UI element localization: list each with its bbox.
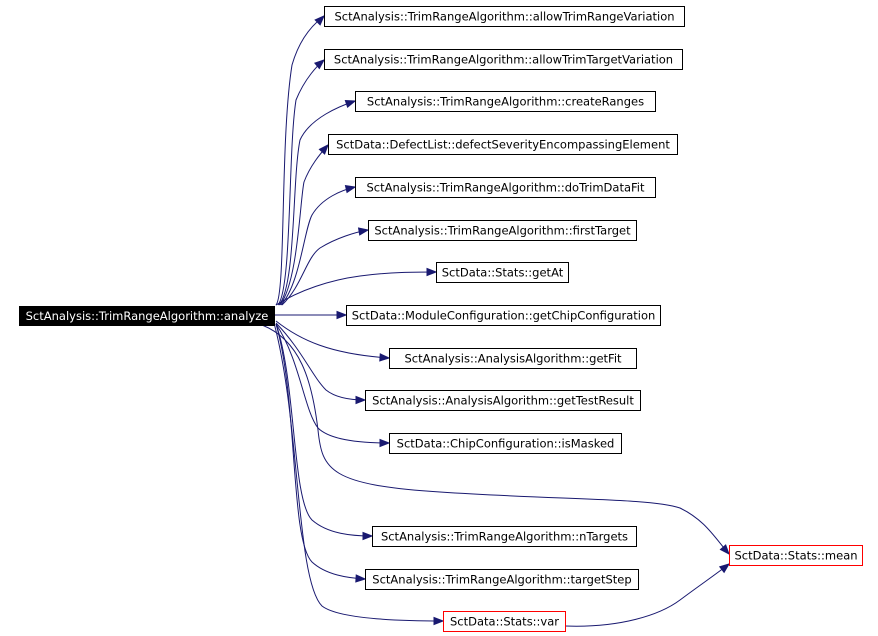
node-n12[interactable]: SctAnalysis::TrimRangeAlgorithm::nTarget…	[372, 526, 637, 547]
arrowhead	[344, 185, 357, 194]
node-label: SctData::ChipConfiguration::isMasked	[397, 437, 615, 451]
root-node[interactable]: SctAnalysis::TrimRangeAlgorithm::analyze	[19, 306, 275, 326]
edge-root-n15	[261, 324, 730, 556]
node-label: SctAnalysis::AnalysisAlgorithm::getTestR…	[372, 394, 634, 408]
node-n4[interactable]: SctData::DefectList::defectSeverityEncom…	[328, 134, 678, 155]
edge-line	[275, 323, 366, 580]
node-box	[729, 545, 863, 566]
edge-line	[275, 15, 325, 306]
node-n2[interactable]: SctAnalysis::TrimRangeAlgorithm::allowTr…	[324, 49, 683, 70]
edge-root-n8	[274, 310, 348, 320]
arrowhead	[314, 15, 325, 26]
node-label: SctAnalysis::TrimRangeAlgorithm::allowTr…	[334, 53, 673, 67]
edge-root-n7	[275, 267, 438, 306]
node-n11[interactable]: SctData::ChipConfiguration::isMasked	[389, 433, 622, 454]
edge-root-n2	[277, 59, 326, 306]
node-box	[443, 611, 566, 632]
edge-line	[261, 324, 730, 555]
arrowhead	[433, 616, 445, 626]
node-n8[interactable]: SctData::ModuleConfiguration::getChipCon…	[346, 305, 661, 326]
edge-root-n1	[275, 15, 325, 306]
arrowhead	[355, 574, 367, 583]
node-n3[interactable]: SctAnalysis::TrimRangeAlgorithm::createR…	[355, 91, 656, 112]
node-label: SctData::Stats::getAt	[442, 266, 564, 280]
node-label: SctAnalysis::TrimRangeAlgorithm::doTrimD…	[367, 181, 645, 195]
edge-root-n14	[273, 322, 445, 626]
nodes-layer: SctAnalysis::TrimRangeAlgorithm::analyze…	[19, 6, 863, 632]
edge-line	[281, 229, 369, 306]
node-label: SctAnalysis::TrimRangeAlgorithm::createR…	[367, 95, 644, 109]
node-box	[365, 569, 639, 590]
node-box	[436, 262, 569, 283]
edge-line	[278, 100, 356, 306]
node-n1[interactable]: SctAnalysis::TrimRangeAlgorithm::allowTr…	[324, 6, 685, 27]
node-n6[interactable]: SctAnalysis::TrimRangeAlgorithm::firstTa…	[368, 220, 637, 241]
node-box	[368, 220, 637, 241]
edge-root-n3	[278, 99, 357, 306]
arrowhead	[718, 563, 731, 574]
arrowhead	[379, 438, 391, 448]
node-box	[328, 134, 678, 155]
node-label: SctAnalysis::TrimRangeAlgorithm::allowTr…	[334, 10, 674, 24]
edge-line	[279, 144, 329, 306]
node-label: SctAnalysis::AnalysisAlgorithm::getFit	[404, 352, 622, 366]
node-box	[324, 49, 683, 70]
node-label: SctAnalysis::TrimRangeAlgorithm::analyze	[26, 309, 269, 323]
edge-root-n6	[281, 227, 370, 306]
edge-line	[275, 320, 390, 359]
node-n14[interactable]: SctData::Stats::var	[443, 611, 566, 632]
edge-line	[564, 563, 730, 627]
node-label: SctData::DefectList::defectSeverityEncom…	[336, 138, 670, 152]
edge-line	[273, 322, 444, 622]
node-box	[365, 390, 641, 411]
edge-root-n13	[275, 323, 367, 583]
node-n10[interactable]: SctAnalysis::AnalysisAlgorithm::getTestR…	[365, 390, 641, 411]
arrowhead	[362, 531, 374, 541]
node-box	[389, 433, 622, 454]
node-box	[355, 177, 656, 198]
node-label: SctData::Stats::mean	[734, 549, 857, 563]
node-label: SctData::Stats::var	[450, 615, 559, 629]
edge-root-n12	[275, 323, 374, 541]
node-n15[interactable]: SctData::Stats::mean	[729, 545, 863, 566]
edges-layer	[261, 15, 731, 627]
edge-line	[277, 59, 325, 306]
edge-line	[280, 186, 356, 306]
arrowhead	[355, 395, 367, 405]
arrowhead	[344, 99, 357, 109]
edge-root-n9	[275, 320, 391, 362]
node-box	[389, 348, 637, 369]
node-box	[346, 305, 661, 326]
node-n13[interactable]: SctAnalysis::TrimRangeAlgorithm::targetS…	[365, 569, 639, 590]
arrowhead	[357, 227, 370, 236]
arrowhead	[313, 59, 326, 70]
arrowhead	[318, 143, 329, 155]
arrowhead	[379, 353, 391, 362]
edge-line	[275, 271, 437, 306]
node-label: SctAnalysis::TrimRangeAlgorithm::firstTa…	[374, 224, 631, 238]
node-n9[interactable]: SctAnalysis::AnalysisAlgorithm::getFit	[389, 348, 637, 369]
edge-root-n4	[279, 143, 329, 306]
node-box	[372, 526, 637, 547]
node-box	[355, 91, 656, 112]
node-label: SctAnalysis::TrimRangeAlgorithm::nTarget…	[381, 530, 628, 544]
arrowhead	[336, 310, 348, 320]
node-box	[19, 306, 275, 326]
node-label: SctAnalysis::TrimRangeAlgorithm::targetS…	[372, 573, 631, 587]
node-box	[324, 6, 685, 27]
node-label: SctData::ModuleConfiguration::getChipCon…	[352, 309, 656, 323]
arrowhead	[426, 267, 438, 277]
edge-line	[275, 322, 366, 401]
arrowhead	[719, 544, 730, 556]
edge-root-n10	[275, 322, 367, 405]
edge-n14-n15	[564, 563, 731, 627]
node-n5[interactable]: SctAnalysis::TrimRangeAlgorithm::doTrimD…	[355, 177, 656, 198]
edge-root-n5	[280, 185, 357, 306]
edge-line	[275, 323, 373, 537]
node-n7[interactable]: SctData::Stats::getAt	[436, 262, 569, 283]
